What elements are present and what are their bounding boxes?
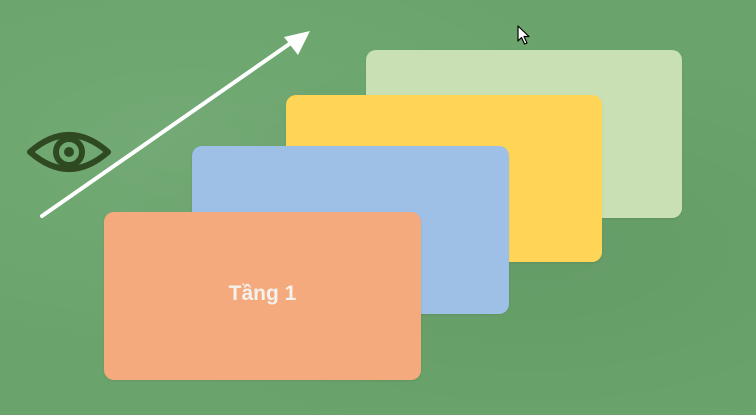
- mouse-pointer-icon: [517, 25, 530, 45]
- layer-label-1: Tầng 1: [228, 282, 297, 305]
- arrow-up-right-icon: [40, 31, 310, 218]
- layer-card-1: Tầng 1: [104, 212, 421, 380]
- eye-icon: [27, 132, 111, 172]
